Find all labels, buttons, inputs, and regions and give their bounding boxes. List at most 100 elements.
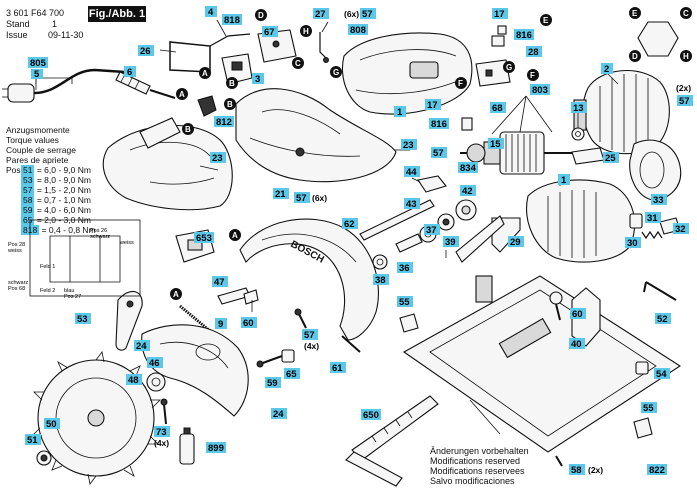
schematic-text: weiss (7, 248, 22, 254)
callout-38: 38 (373, 274, 389, 286)
svg-text:53: 53 (77, 314, 88, 325)
svg-text:812: 812 (216, 117, 232, 128)
clamp-screw-51 (36, 450, 52, 466)
lever-29-bracket (455, 215, 505, 303)
qty-4x-73: (4x) (154, 438, 169, 448)
bearing-13 (571, 127, 585, 141)
torque-value: = 4,0 - 6,0 Nm (36, 205, 91, 215)
callout-60-left: 60 (241, 317, 257, 329)
marker-a: A (199, 67, 211, 79)
svg-text:57: 57 (362, 9, 373, 20)
callout-803: 803 (530, 84, 550, 96)
nut-65 (281, 349, 295, 363)
callout-60-right: 60 (570, 308, 586, 320)
svg-text:67: 67 (264, 27, 275, 38)
svg-text:46: 46 (149, 358, 160, 369)
svg-text:23: 23 (212, 153, 223, 164)
bearing-38 (372, 254, 388, 270)
torque-value: = 6,0 - 9,0 Nm (36, 165, 91, 175)
clip-55-left (399, 313, 419, 333)
schematic-text: schwarz (90, 234, 110, 240)
callout-2: 2 (601, 63, 613, 75)
svg-text:803: 803 (532, 85, 548, 96)
marker-d: D (255, 9, 267, 21)
svg-text:54: 54 (656, 369, 667, 380)
base-plate-822 (402, 275, 682, 453)
callout-4: 4 (205, 6, 217, 18)
svg-text:A: A (232, 231, 238, 240)
svg-text:37: 37 (426, 225, 437, 236)
svg-text:51: 51 (27, 435, 38, 446)
clip-55-right (633, 417, 653, 439)
svg-text:17: 17 (494, 9, 505, 20)
svg-text:816: 816 (431, 119, 447, 130)
marker-g: G (330, 66, 342, 78)
callout-44: 44 (404, 166, 420, 178)
svg-text:818: 818 (224, 15, 240, 26)
wiring-schematic: Pos 28 weiss Pos 26 schwarz Feld 1 Feld … (7, 219, 141, 300)
callout-15: 15 (488, 138, 504, 150)
svg-text:55: 55 (643, 403, 654, 414)
callout-32: 32 (673, 223, 689, 235)
svg-text:B: B (185, 125, 191, 134)
callout-23-left: 23 (210, 152, 226, 164)
callout-834: 834 (458, 162, 478, 174)
svg-text:805: 805 (30, 58, 47, 69)
svg-text:39: 39 (445, 237, 456, 248)
note-line: Salvo modificaciones (430, 476, 515, 486)
svg-text:33: 33 (653, 195, 664, 206)
callout-37: 37 (424, 224, 440, 236)
quantity-labels: (6x) (6x) (2x) (4x) (4x) (2x) (154, 9, 691, 475)
svg-text:57: 57 (296, 193, 307, 204)
callout-812: 812 (214, 116, 234, 128)
svg-text:A: A (173, 290, 179, 299)
torque-pos: 58 (21, 195, 35, 205)
svg-text:F: F (530, 71, 535, 80)
svg-text:G: G (506, 63, 512, 72)
note-line: Änderungen vorbehalten (430, 446, 529, 456)
marker-a: A (176, 88, 188, 100)
svg-text:1: 1 (397, 107, 403, 118)
modification-notes: Änderungen vorbehalten Modifications res… (430, 446, 529, 486)
callout-73: 73 (154, 426, 170, 438)
handle-shell-23-mid (235, 88, 397, 183)
qty-2x-58: (2x) (588, 465, 603, 475)
svg-text:57: 57 (433, 148, 444, 159)
screw-57-4x (294, 308, 307, 329)
issue-value: 09-11-30 (48, 30, 84, 40)
callout-816-top: 816 (514, 29, 534, 41)
callout-46: 46 (147, 357, 163, 369)
motor-housing-1-top (342, 32, 473, 115)
callout-47: 47 (212, 276, 228, 288)
svg-text:40: 40 (571, 339, 582, 350)
svg-text:1: 1 (561, 175, 567, 186)
svg-text:48: 48 (128, 375, 139, 386)
blade-guard-21: BOSCH (239, 218, 379, 341)
wire-27 (319, 32, 329, 63)
callout-40: 40 (569, 338, 585, 350)
svg-text:57: 57 (679, 96, 690, 107)
spring-47 (179, 304, 217, 338)
callout-61: 61 (330, 362, 346, 374)
svg-text:38: 38 (375, 275, 386, 286)
callout-808: 808 (348, 24, 368, 36)
svg-text:55: 55 (399, 297, 410, 308)
svg-text:52: 52 (657, 314, 668, 325)
qty-6x-top: (6x) (344, 9, 359, 19)
svg-text:60: 60 (243, 318, 254, 329)
qty-6x-mid: (6x) (312, 193, 327, 203)
motor-housing-1-lower (526, 179, 636, 263)
callout-653: 653 (194, 232, 214, 244)
torque-row: 59 = 4,0 - 6,0 Nm (6, 205, 96, 215)
marker-h: H (680, 50, 692, 62)
svg-text:31: 31 (647, 213, 658, 224)
svg-text:822: 822 (649, 465, 665, 476)
svg-text:13: 13 (573, 103, 584, 114)
screw-73 (160, 398, 168, 425)
svg-text:17: 17 (427, 100, 438, 111)
svg-text:B: B (229, 79, 235, 88)
callout-818: 818 (222, 14, 242, 26)
torque-value: = 1,5 - 2,0 Nm (36, 185, 91, 195)
